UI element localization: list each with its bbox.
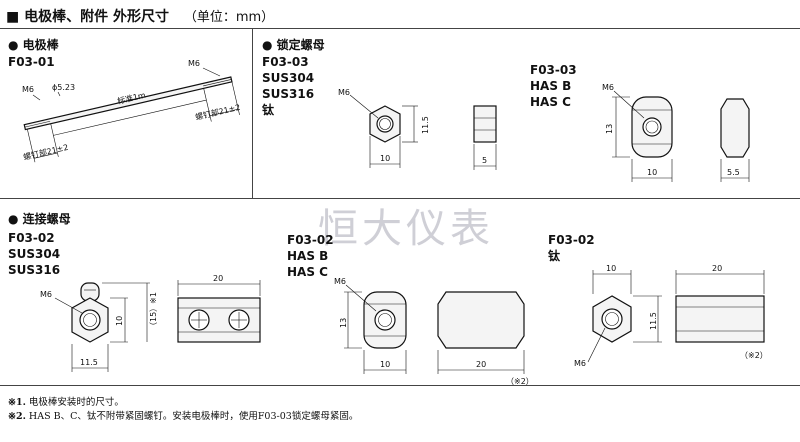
connector-c-height: 11.5 [649, 312, 658, 330]
lock-nut-left-code-2: SUS304 [262, 71, 315, 85]
title-bullet: ■ [6, 9, 20, 25]
footnotes: ※1. 电极棒安装时的尺寸。 ※2. HAS B、C、钛不附带紧固螺钉。安装电极… [8, 396, 358, 424]
connector-a-length: 20 [213, 274, 223, 283]
electrode-heading: ● 电极棒 [8, 38, 59, 52]
lock-nut-right-drawing: M6 13 10 5.5 [602, 83, 750, 182]
connector-a-m6: M6 [40, 290, 52, 299]
lock-nut-left-m6: M6 [338, 88, 350, 97]
connector-b-codes: F03-02 HAS B HAS C [287, 232, 334, 280]
connector-a-code-1: F03-02 [8, 231, 55, 245]
connector-b-note: （※2） [506, 377, 534, 386]
lock-nut-right-code-3: HAS C [530, 95, 571, 109]
lock-nut-right-m6: M6 [602, 83, 614, 92]
lock-nut-left-code-1: F03-03 [262, 55, 309, 69]
footnote-1-mark: ※1. [8, 397, 26, 408]
unit-note: （单位：mm） [183, 10, 275, 25]
connector-a-width: 11.5 [80, 358, 98, 367]
column-divider [252, 28, 253, 198]
lock-nut-right-codes: F03-03 HAS B HAS C [530, 62, 577, 110]
connector-b-m6: M6 [334, 277, 346, 286]
lock-nut-right-side [720, 98, 750, 158]
connector-a-h10: 10 [115, 316, 124, 326]
lock-nut-right-height: 13 [605, 124, 614, 134]
connector-b-code-2: HAS B [287, 249, 329, 263]
connector-b-length: 20 [476, 360, 486, 369]
connector-b-code-1: F03-02 [287, 233, 334, 247]
connector-c-side [675, 295, 765, 343]
electrode-drawing: M6 M6 ϕ5.23 标准1m 螺钉部21±2 螺钉部21±2 [22, 59, 241, 163]
lock-nut-left-thick: 5 [482, 156, 487, 165]
electrode-diameter: ϕ5.23 [52, 83, 75, 92]
footnote-1: ※1. 电极棒安装时的尺寸。 [8, 396, 358, 410]
watermark: 恒大仪表 [318, 206, 494, 252]
connector-a-codes: F03-02 SUS304 SUS316 [8, 230, 60, 278]
lock-nut-right-width: 10 [647, 168, 657, 177]
connector-a-code-3: SUS316 [8, 263, 61, 277]
connector-c-codes: F03-02 钛 [548, 232, 595, 264]
lock-nut-right-thick: 5.5 [727, 168, 740, 177]
page-title: ■ 电极棒、附件 外形尺寸 （单位：mm） [6, 6, 274, 26]
connector-b-height: 13 [339, 318, 348, 328]
lock-nut-left-drawing: M6 10 11.5 5 [338, 88, 497, 170]
connector-a-code-2: SUS304 [8, 247, 61, 261]
electrode-m6-left: M6 [22, 85, 34, 94]
footnote-2-text: HAS B、C、钛不附带紧固螺钉。安装电极棒时，使用F03-03锁定螺母紧固。 [28, 411, 359, 422]
title-text: 电极棒、附件 外形尺寸 [24, 9, 169, 25]
section-divider [0, 198, 800, 199]
connector-c-length: 20 [712, 264, 722, 273]
lock-nut-left-codes: F03-03 SUS304 SUS316 钛 [262, 54, 314, 118]
footnote-1-text: 电极棒安装时的尺寸。 [28, 397, 124, 408]
electrode-code: F03-01 [8, 55, 55, 69]
connector-c-m6: M6 [574, 359, 586, 368]
lock-nut-left-code-4: 钛 [262, 103, 275, 117]
connector-c-width: 10 [606, 264, 616, 273]
connector-c-code-2: 钛 [548, 249, 561, 263]
header-divider [0, 28, 800, 29]
connector-b-code-3: HAS C [287, 265, 328, 279]
lock-nut-right-code-1: F03-03 [530, 63, 577, 77]
connector-b-side [437, 291, 525, 349]
electrode-m6-right: M6 [188, 59, 200, 68]
connector-b-width: 10 [380, 360, 390, 369]
connector-heading: ● 连接螺母 [8, 212, 71, 226]
lock-nut-right-code-2: HAS B [530, 79, 572, 93]
lock-nut-left-height: 11.5 [421, 116, 430, 134]
footnote-2: ※2. HAS B、C、钛不附带紧固螺钉。安装电极棒时，使用F03-03锁定螺母… [8, 410, 358, 424]
footnote-2-mark: ※2. [8, 411, 26, 422]
lock-nut-side [473, 105, 497, 143]
connector-c-note: （※2） [740, 351, 768, 360]
footer-divider [0, 385, 800, 386]
connector-a-h15: （15）※1 [149, 292, 158, 330]
lock-nut-left-code-3: SUS316 [262, 87, 315, 101]
lock-nut-left-width: 10 [380, 154, 390, 163]
lock-nut-heading: ● 锁定螺母 [262, 38, 325, 52]
connector-c-code-1: F03-02 [548, 233, 595, 247]
